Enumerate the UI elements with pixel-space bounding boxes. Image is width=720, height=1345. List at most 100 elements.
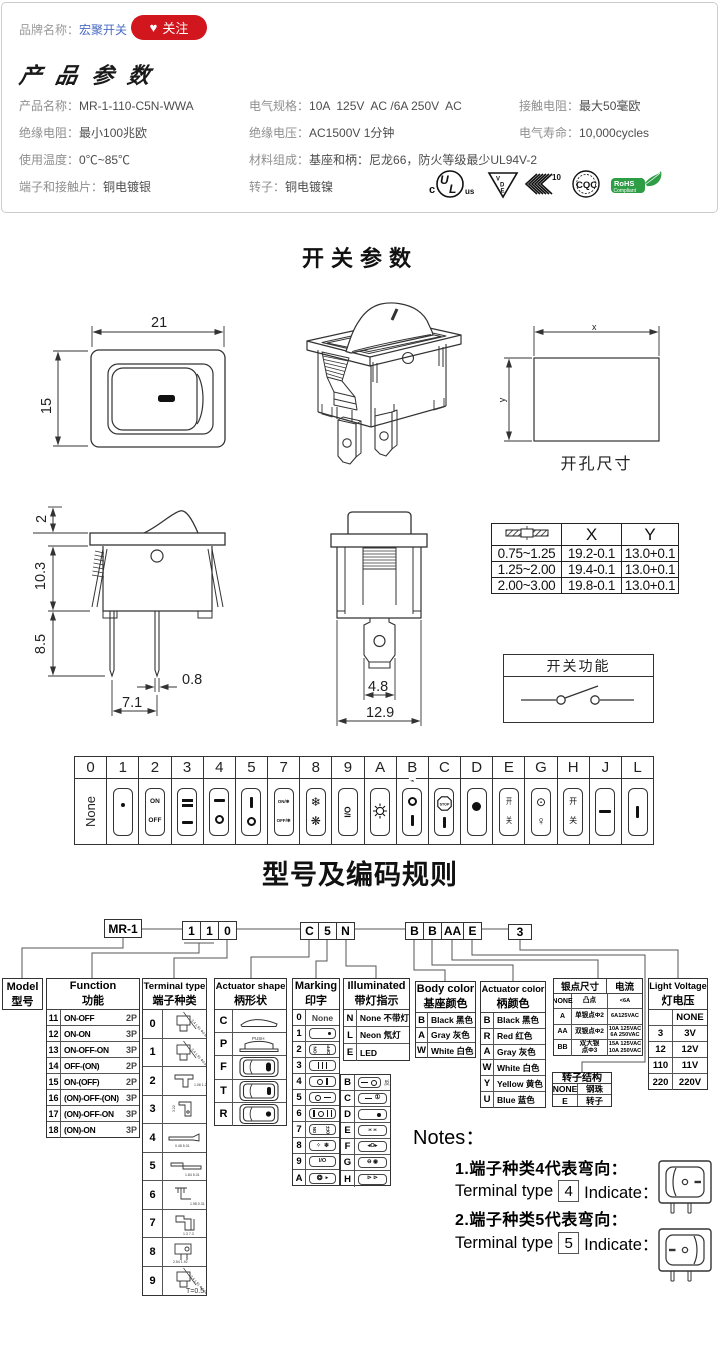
vde-logo: V D E <box>487 172 519 199</box>
code-box-group2: C 5 N <box>300 922 355 940</box>
stop-octagon-icon: STOP <box>437 795 452 811</box>
terminal-row-0: 0 3.4 1.91 Φ0.52 <box>143 1010 206 1039</box>
certification-logos: c U L us V D E 10 <box>427 167 663 203</box>
body-color-row: W White 白色 <box>417 1043 474 1058</box>
terminal-type-table: Terminal type 端子种类 0 3.4 1.91 Φ0.52 1 3.… <box>142 978 207 1296</box>
cqc-logo: CQC <box>572 170 600 198</box>
actuator-shape-table: Actuator shape 柄形状 C P PUSH F T R <box>214 978 287 1126</box>
svg-text:0.48 5.01: 0.48 5.01 <box>175 1144 190 1148</box>
silver-point-table: 银点尺寸 电流 NONE 凸点 <6A A 单银点Φ2 6A125VAC AA <box>553 978 643 1056</box>
actuator-shape-row-C: C <box>215 1010 286 1034</box>
silver-row: AA 双银点Φ2 10A 125VAC 6A 250VAC <box>554 1024 642 1041</box>
marking-col-D: D <box>461 757 494 844</box>
terminal-drawing-3: 3.22 <box>172 1101 192 1117</box>
svg-text:y: y <box>497 397 507 402</box>
marking-col-8: 8 ❄❋ <box>300 757 333 844</box>
svg-text:0.8: 0.8 <box>182 672 202 688</box>
marking-col-E: E 开关 <box>493 757 526 844</box>
marking-row-G2: G⊖ ◉ <box>341 1155 390 1171</box>
actuator-color-row: W White 白色 <box>481 1060 545 1077</box>
spec-item: 绝缘电压：AC1500V 1分钟 <box>249 126 395 140</box>
note-2-zh: 2.端子种类5代表弯向： <box>455 1212 628 1229</box>
function-row: 17 (ON)-OFF-ON 3P <box>47 1106 139 1122</box>
illuminated-row: N None 不带灯 <box>344 1010 409 1027</box>
svg-text:8.5: 8.5 <box>33 634 49 654</box>
svg-text:us: us <box>465 187 475 196</box>
product-info-card: 品牌名称：宏聚开关 ♥ 关注 产品参数 产品名称：MR-1-110-C5N-WW… <box>1 2 718 213</box>
silver-rows: NONE 凸点 <6A A 单银点Φ2 6A125VAC AA 双银点Φ2 10… <box>554 994 642 1056</box>
illuminated-rows: N None 不带灯 L Neon 氖灯 E LED <box>344 1010 409 1061</box>
svg-text:1.3 7.3: 1.3 7.3 <box>183 1232 194 1236</box>
rotor-table: 转子结构 NONE 钢珠 E 转子 <box>552 1072 612 1107</box>
rohs-logo: RoHS Compliant <box>611 171 662 194</box>
terminal-row-1: 1 3.4 1.91 Φ0.84 <box>143 1038 206 1067</box>
marking-row-F2: F◂O▸ <box>341 1139 390 1155</box>
code-box-group3: B B AA E <box>405 922 482 940</box>
light-voltage-rows: NONE 3 3V 12 12V 110 11V 220 <box>649 1010 707 1090</box>
actuator-color-row: B Black 黑色 <box>481 1013 545 1029</box>
side-view-drawing <box>33 506 226 716</box>
brand-link[interactable]: 宏聚开关 <box>79 23 128 37</box>
function-row: 11 ON-OFF 2P <box>47 1010 139 1026</box>
marking-row-H2: H⊳ ⊳ <box>341 1171 390 1187</box>
marking-col-9: 9 I/O <box>332 757 365 844</box>
spec-item: 端子和接触片：铜电镀银 <box>19 180 152 194</box>
end-view-drawing <box>330 511 428 726</box>
terminal-drawing-2: 1.06 1.28 <box>174 1074 206 1088</box>
section-title-switch-parameters: 开关参数 <box>301 246 418 271</box>
marking-col-B: B ⌁ <box>396 757 429 844</box>
function-table: Function 功能 11 ON-OFF 2P 12 ON-ON 3P 13 <box>46 978 140 1138</box>
marking-row-4: 4 <box>293 1074 339 1090</box>
light-voltage-row: 12 12V <box>649 1042 707 1058</box>
col-x-header: X <box>561 523 622 546</box>
section-title-coding-rules: 型号及编码规则 <box>262 860 458 890</box>
svg-text:U: U <box>440 173 449 187</box>
terminal-thickness-note: T=0.5 <box>186 1288 205 1295</box>
actuator-shape-row-F: F <box>215 1056 286 1080</box>
marking-col-A: A <box>364 757 397 844</box>
follow-button[interactable]: ♥ 关注 <box>131 15 207 40</box>
svg-text:STOP: STOP <box>440 802 450 806</box>
function-row: 16 (ON)-OFF-(ON) 3P <box>47 1090 139 1106</box>
terminal-row-8: 8 2.54 1.92 <box>143 1238 206 1267</box>
spec-item: 绝缘电阻：最小100兆欧 <box>19 126 148 140</box>
terminal-drawing-5: 1.84 5.01 <box>170 1162 202 1177</box>
body-color-table: Body color 基座颜色 B Black 黑色 A Gray 灰色 W W… <box>415 981 476 1058</box>
actuator-shape-row-T: T <box>215 1079 286 1103</box>
body-color-row: B Black 黑色 <box>416 1013 475 1028</box>
terminal-4-box: 4 <box>558 1180 580 1202</box>
svg-text:12.9: 12.9 <box>366 705 394 721</box>
function-row: 18 (ON)-ON 3P <box>47 1122 139 1138</box>
svg-text:CQC: CQC <box>576 180 597 191</box>
actuator-color-rows: B Black 黑色 R Red 红色 A Gray 灰色 W White 白色 <box>481 1013 545 1108</box>
light-voltage-row: 3 3V <box>649 1026 707 1042</box>
spec-item: 材料组成：基座和柄：尼龙66，防火等级最少UL94V-2 <box>249 153 538 167</box>
terminal-drawing-4: 0.48 5.01 <box>168 1133 200 1148</box>
spec-item: 产品名称：MR-1-110-C5N-WWA <box>19 99 194 113</box>
cert-icons: c U L us V D E 10 <box>429 170 662 199</box>
terminal-row-5: 5 1.84 5.01 <box>143 1152 206 1181</box>
svg-text:Compliant: Compliant <box>614 188 637 194</box>
svg-text:V: V <box>496 177 500 183</box>
function-row: 12 ON-ON 3P <box>47 1026 139 1042</box>
svg-text:PUSH: PUSH <box>252 1036 265 1041</box>
switch-function-title: 开关功能 <box>504 655 653 677</box>
marking-row-6: 6 <box>293 1106 339 1122</box>
terminal-row-7: 7 1.3 7.3 <box>143 1209 206 1238</box>
rotor-rows: NONE 钢珠 E 转子 <box>553 1084 611 1106</box>
keycap: ❄❋ <box>305 787 326 836</box>
svg-text:2.54 1.92: 2.54 1.92 <box>173 1260 188 1264</box>
illuminated-table: Illuminated 带灯指示 N None 不带灯 L Neon 氖灯 E … <box>343 978 410 1061</box>
keycap <box>209 787 230 836</box>
svg-text:E: E <box>501 189 505 195</box>
marking-row-1: 1 <box>293 1026 339 1042</box>
function-row: 14 OFF-(ON) 2P <box>47 1058 139 1074</box>
marking-col-J: J <box>589 757 622 844</box>
terminal-5-box: 5 <box>558 1232 580 1254</box>
keycap <box>112 787 133 836</box>
marking-col-4: 4 <box>203 757 236 844</box>
marking-col-7: 7 ON/❄OFF/❄ <box>268 757 301 844</box>
